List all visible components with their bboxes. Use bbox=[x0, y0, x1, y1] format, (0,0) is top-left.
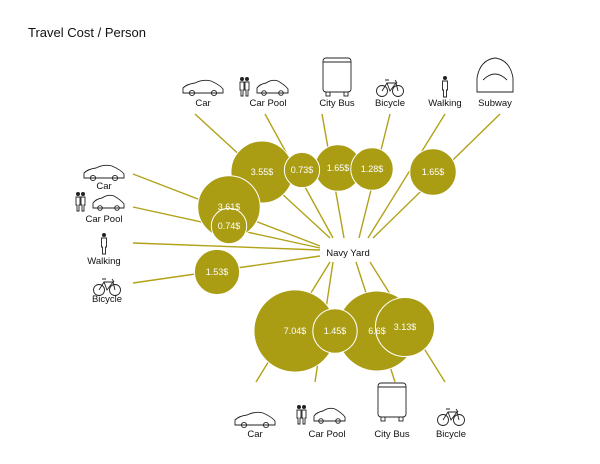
carpool-icon bbox=[239, 77, 289, 97]
mode-label-left-2: Walking bbox=[87, 256, 120, 267]
mode-label-bottom-0: Car bbox=[247, 429, 262, 440]
walking-icon bbox=[442, 76, 448, 98]
car-icon bbox=[182, 79, 224, 97]
mode-label-left-1: Car Pool bbox=[86, 214, 123, 225]
car-icon bbox=[234, 411, 276, 429]
cost-label-bottom-3: 3.13$ bbox=[394, 322, 417, 332]
cost-label-top-2: 1.65$ bbox=[327, 163, 350, 173]
cost-bubbles: 3.55$ 0.73$ 1.65$ 1.28$ 1.65$ 3.61$ 0.74$ 1.53$… bbox=[193, 140, 457, 373]
mode-label-top-4: Walking bbox=[428, 98, 461, 109]
cost-bubble-left-3 bbox=[193, 248, 241, 296]
bicycle-icon bbox=[376, 79, 404, 97]
cost-bubble-bottom-3 bbox=[374, 296, 436, 358]
mode-label-bottom-3: Bicycle bbox=[436, 429, 466, 440]
mode-label-top-5: Subway bbox=[478, 98, 512, 109]
cost-label-bottom-1: 1.45$ bbox=[324, 326, 347, 336]
ray-top-4 bbox=[367, 113, 446, 239]
cost-label-bottom-2: 6.6$ bbox=[368, 326, 386, 336]
cost-bubble-left-1 bbox=[210, 207, 248, 245]
subway-icon bbox=[476, 57, 514, 93]
bicycle-icon bbox=[93, 278, 121, 296]
bus-icon bbox=[377, 382, 407, 422]
hub-label: Navy Yard bbox=[326, 248, 369, 259]
carpool-icon bbox=[75, 192, 125, 212]
cost-bubble-top-5 bbox=[409, 148, 457, 196]
cost-label-top-3: 1.28$ bbox=[361, 164, 384, 174]
mode-label-top-1: Car Pool bbox=[250, 98, 287, 109]
cost-label-top-0: 3.55$ bbox=[251, 167, 274, 177]
cost-label-left-1: 0.74$ bbox=[218, 221, 241, 231]
mode-label-left-3: Bicycle bbox=[92, 294, 122, 305]
mode-label-left-0: Car bbox=[96, 181, 111, 192]
mode-label-top-3: Bicycle bbox=[375, 98, 405, 109]
cost-label-top-5: 1.65$ bbox=[422, 167, 445, 177]
cost-label-top-1: 0.73$ bbox=[291, 165, 314, 175]
walking-icon bbox=[101, 233, 107, 255]
cost-bubble-bottom-1 bbox=[312, 308, 358, 354]
mode-label-bottom-2: City Bus bbox=[374, 429, 410, 440]
mode-label-top-2: City Bus bbox=[319, 98, 355, 109]
bicycle-icon bbox=[437, 408, 465, 426]
bus-icon bbox=[322, 57, 352, 97]
cost-label-bottom-0: 7.04$ bbox=[284, 326, 307, 336]
mode-label-bottom-1: Car Pool bbox=[309, 429, 346, 440]
cost-bubble-top-1 bbox=[283, 151, 321, 189]
cost-label-left-3: 1.53$ bbox=[206, 267, 229, 277]
mode-label-top-0: Car bbox=[195, 98, 210, 109]
mode-icons bbox=[75, 57, 514, 429]
diagram-title: Travel Cost / Person bbox=[28, 25, 146, 40]
ray-left-2 bbox=[132, 242, 321, 251]
cost-label-left-0: 3.61$ bbox=[218, 202, 241, 212]
carpool-icon bbox=[296, 405, 346, 425]
car-icon bbox=[83, 164, 125, 182]
cost-bubble-top-3 bbox=[350, 147, 394, 191]
